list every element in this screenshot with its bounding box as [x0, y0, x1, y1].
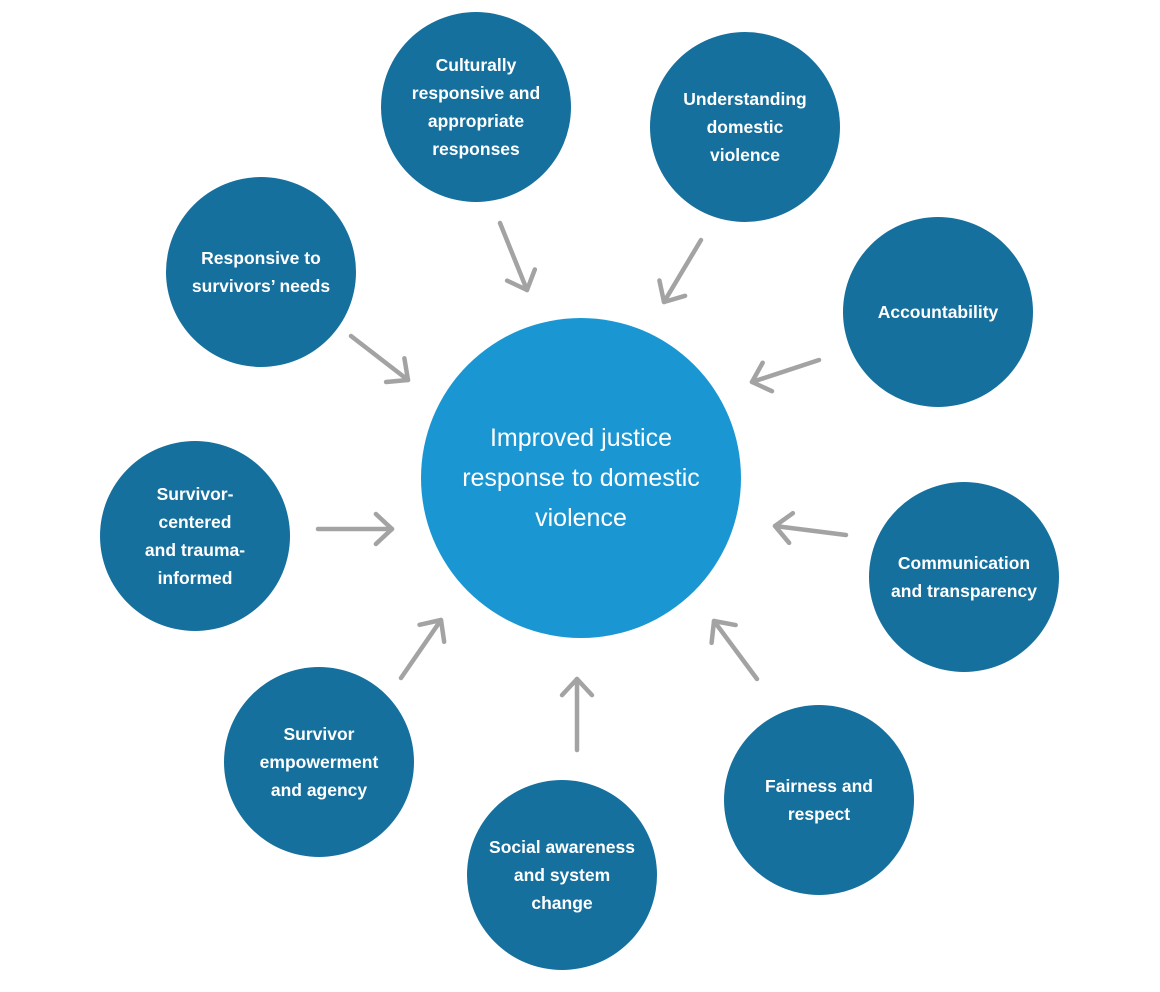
center-node: Improved justice response to domestic vi…: [421, 318, 741, 638]
factor-understanding-dv: Understanding domestic violence: [650, 32, 840, 222]
arrow-shaft: [772, 523, 849, 538]
factor-label: Culturally responsive and appropriate re…: [411, 55, 541, 159]
factor-label: Fairness and respect: [765, 776, 873, 824]
factor-label: Communication and transparency: [891, 553, 1037, 601]
arrow-shaft: [497, 220, 530, 293]
factor-label: Survivor- centered and trauma- informed: [144, 484, 246, 588]
factor-label: Accountability: [877, 302, 999, 322]
arrow-icon: [497, 220, 538, 293]
factor-label: Responsive to survivors’ needs: [191, 248, 331, 296]
arrow-head: [417, 617, 447, 645]
arrow-icon: [398, 617, 447, 681]
arrow-head: [749, 360, 775, 394]
arrow-icon: [657, 237, 704, 305]
arrow-shaft: [661, 237, 704, 305]
arrow-shaft: [348, 333, 411, 383]
arrow-head: [373, 511, 395, 547]
factor-survivor-centered: Survivor- centered and trauma- informed: [100, 441, 290, 631]
arrow-icon: [315, 511, 395, 547]
factor-culturally-responsive: Culturally responsive and appropriate re…: [381, 12, 571, 202]
factor-accountability: Accountability: [843, 217, 1033, 407]
arrow-shaft: [711, 618, 760, 682]
arrow-shaft: [398, 617, 444, 681]
arrow-shaft: [749, 357, 822, 385]
arrow-icon: [709, 618, 760, 682]
arrow-icon: [348, 333, 411, 385]
arrow-head: [709, 618, 738, 646]
factor-responsive-needs: Responsive to survivors’ needs: [166, 177, 356, 367]
arrow-head: [504, 267, 538, 293]
center-label: Improved justice response to domestic vi…: [462, 424, 700, 532]
factor-fairness-respect: Fairness and respect: [724, 705, 914, 895]
factor-label: Social awareness and system change: [489, 837, 635, 913]
arrow-icon: [772, 510, 849, 546]
factor-survivor-empowerment: Survivor empowerment and agency: [224, 667, 414, 857]
factor-label: Understanding domestic violence: [683, 89, 807, 165]
factor-communication-transparency: Communication and transparency: [869, 482, 1059, 672]
arrow-head: [657, 278, 688, 305]
arrow-icon: [749, 357, 822, 394]
arrow-head: [383, 356, 411, 385]
arrow-icon: [559, 676, 595, 753]
arrow-head: [559, 676, 595, 698]
factor-label: Survivor empowerment and agency: [259, 724, 379, 800]
factor-social-awareness: Social awareness and system change: [467, 780, 657, 970]
arrow-head: [772, 510, 796, 546]
